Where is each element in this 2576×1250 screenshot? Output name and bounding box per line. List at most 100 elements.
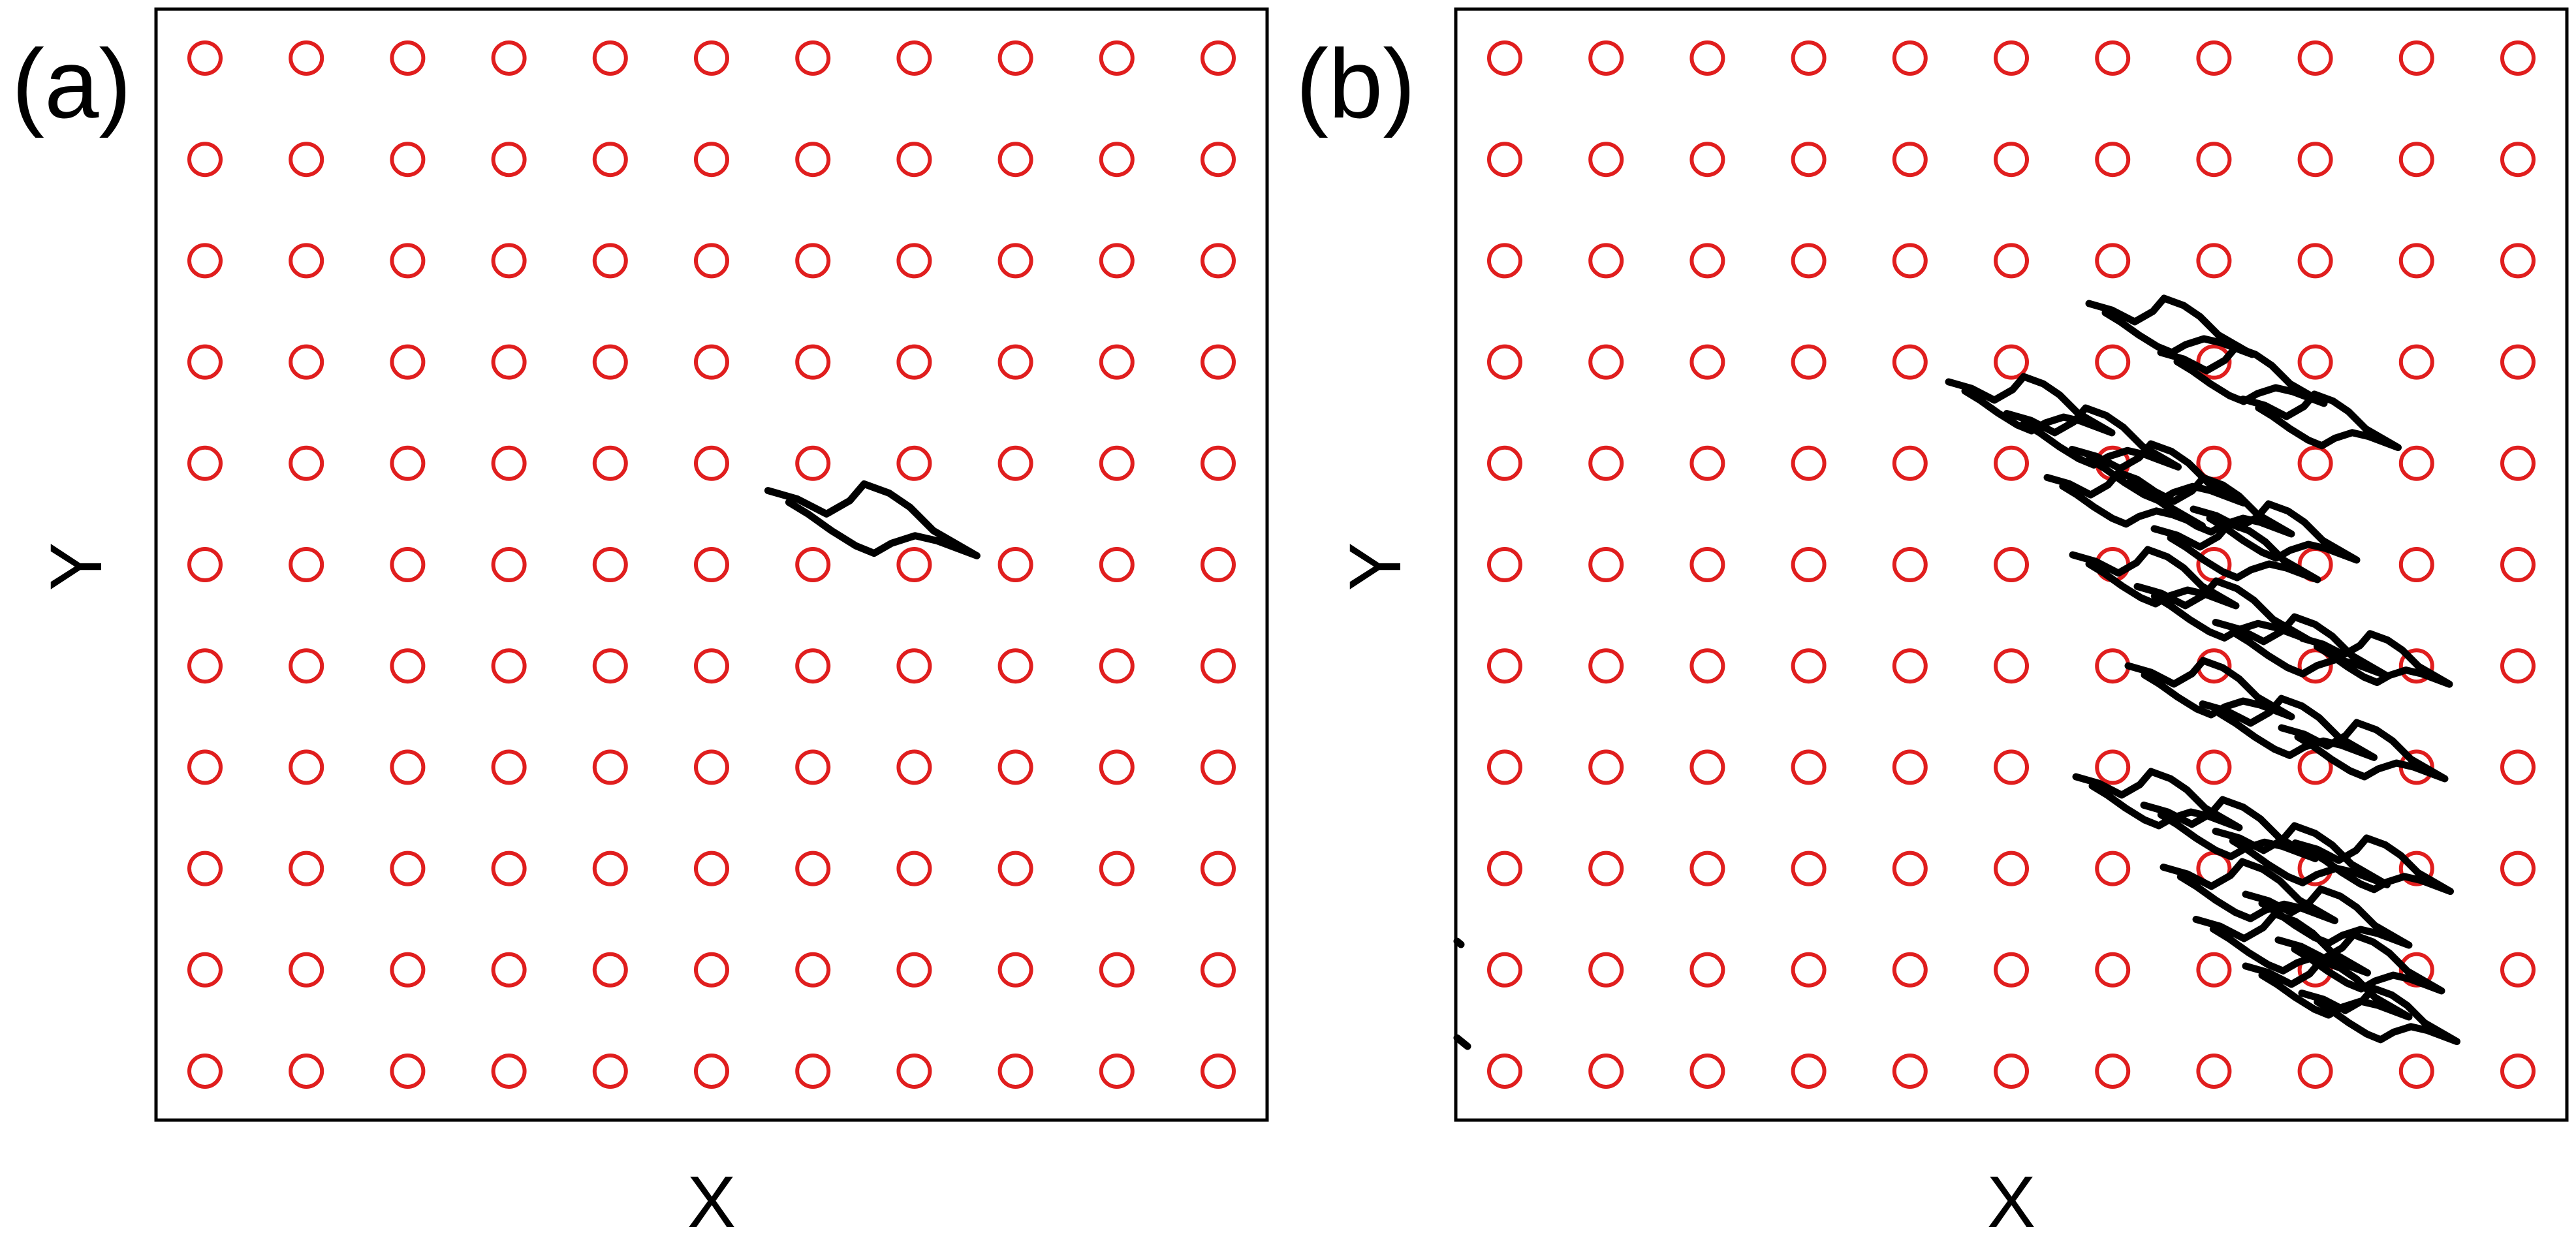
lattice-site bbox=[1892, 40, 1928, 76]
lattice-site bbox=[592, 344, 628, 380]
panel-a-ylabel: Y bbox=[35, 542, 117, 591]
lattice-site bbox=[896, 445, 932, 481]
lattice-site bbox=[896, 648, 932, 684]
panel-b-frame bbox=[1454, 7, 2569, 1122]
lattice-site bbox=[187, 344, 223, 380]
lattice-site bbox=[997, 648, 1033, 684]
lattice-site bbox=[390, 851, 426, 886]
lattice-site bbox=[2297, 40, 2333, 76]
lattice-site bbox=[2297, 1054, 2333, 1089]
lattice-site bbox=[694, 648, 729, 684]
lattice-site bbox=[896, 749, 932, 785]
lattice-site bbox=[795, 344, 831, 380]
lattice-site bbox=[795, 749, 831, 785]
lattice-site bbox=[1994, 851, 2029, 886]
lattice-site bbox=[491, 547, 527, 582]
lattice-site bbox=[694, 243, 729, 279]
lattice-site bbox=[289, 445, 324, 481]
lattice-site bbox=[694, 40, 729, 76]
lattice-site bbox=[187, 243, 223, 279]
trajectory-loop bbox=[1945, 373, 2116, 437]
lattice-site bbox=[694, 445, 729, 481]
lattice-site bbox=[2398, 142, 2434, 178]
lattice-site bbox=[896, 851, 932, 886]
lattice-site bbox=[1994, 344, 2029, 380]
lattice-site bbox=[1588, 445, 1624, 481]
lattice-site bbox=[1588, 1054, 1624, 1089]
lattice-site bbox=[1791, 952, 1827, 988]
lattice-site bbox=[2297, 648, 2333, 684]
lattice-site bbox=[1791, 547, 1827, 582]
lattice-site bbox=[2196, 243, 2232, 279]
trajectory-loop bbox=[2199, 695, 2378, 761]
lattice-site bbox=[795, 40, 831, 76]
lattice-site bbox=[1487, 547, 1522, 582]
lattice-site bbox=[390, 1054, 426, 1089]
lattice-site bbox=[1099, 40, 1135, 76]
lattice-site bbox=[1099, 243, 1135, 279]
lattice-site bbox=[1201, 547, 1236, 582]
trajectory-loop bbox=[2157, 343, 2328, 407]
lattice-site bbox=[289, 952, 324, 988]
lattice-site bbox=[2500, 142, 2536, 178]
lattice-site bbox=[1588, 851, 1624, 886]
lattice-site bbox=[491, 243, 527, 279]
lattice-site bbox=[2500, 952, 2536, 988]
lattice-site bbox=[2196, 40, 2232, 76]
lattice-site bbox=[2095, 142, 2131, 178]
lattice-site bbox=[390, 952, 426, 988]
lattice-site bbox=[795, 547, 831, 582]
lattice-site bbox=[1994, 142, 2029, 178]
lattice-site bbox=[795, 952, 831, 988]
lattice-site bbox=[1994, 40, 2029, 76]
lattice-site bbox=[390, 547, 426, 582]
lattice-site bbox=[2095, 851, 2131, 886]
lattice-site bbox=[694, 547, 729, 582]
lattice-site bbox=[997, 851, 1033, 886]
lattice-site bbox=[1099, 749, 1135, 785]
lattice-site bbox=[2398, 445, 2434, 481]
lattice-site bbox=[2095, 344, 2131, 380]
panel-a-label: (a) bbox=[12, 29, 131, 138]
lattice-site bbox=[187, 952, 223, 988]
lattice-site bbox=[491, 952, 527, 988]
lattice-site bbox=[1588, 344, 1624, 380]
lattice-site bbox=[694, 344, 729, 380]
lattice-site bbox=[1791, 344, 1827, 380]
lattice-site bbox=[997, 445, 1033, 481]
lattice-site bbox=[1201, 851, 1236, 886]
trajectory-loop bbox=[2274, 931, 2445, 995]
lattice-site bbox=[1588, 142, 1624, 178]
lattice-site bbox=[1994, 1054, 2029, 1089]
lattice-site bbox=[2398, 547, 2434, 582]
lattice-site bbox=[1689, 952, 1725, 988]
lattice-site bbox=[1689, 1054, 1725, 1089]
panel-a-trajectories bbox=[764, 480, 981, 559]
lattice-site bbox=[1487, 142, 1522, 178]
lattice-site bbox=[1689, 749, 1725, 785]
lattice-site bbox=[694, 1054, 729, 1089]
lattice-site bbox=[592, 851, 628, 886]
lattice-site bbox=[2095, 648, 2131, 684]
lattice-site bbox=[1892, 952, 1928, 988]
lattice-site bbox=[1201, 1054, 1236, 1089]
lattice-site bbox=[1487, 648, 1522, 684]
lattice-site bbox=[1099, 344, 1135, 380]
lattice-site bbox=[896, 142, 932, 178]
trajectory-loop bbox=[2242, 957, 2413, 1021]
lattice-site bbox=[2297, 445, 2333, 481]
lattice-site bbox=[289, 40, 324, 76]
lattice-site bbox=[2398, 952, 2434, 988]
lattice-site bbox=[289, 749, 324, 785]
lattice-site bbox=[2196, 1054, 2232, 1089]
lattice-site bbox=[795, 648, 831, 684]
trajectory-loop bbox=[2124, 657, 2295, 721]
lattice-site bbox=[2398, 851, 2434, 886]
lattice-site bbox=[1994, 243, 2029, 279]
lattice-site bbox=[187, 142, 223, 178]
lattice-site bbox=[390, 142, 426, 178]
lattice-site bbox=[592, 40, 628, 76]
lattice-site bbox=[694, 851, 729, 886]
lattice-site bbox=[390, 344, 426, 380]
trajectory-loop bbox=[2190, 500, 2361, 564]
